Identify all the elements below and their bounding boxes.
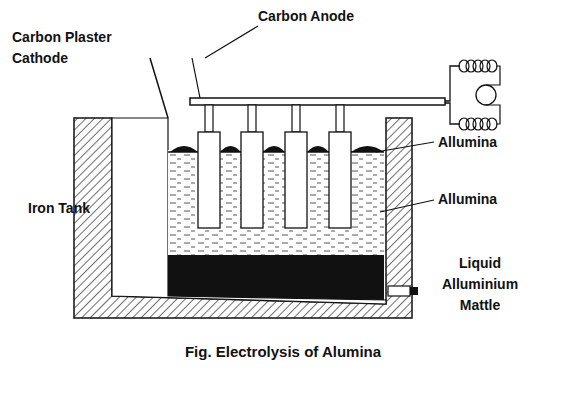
anode-block	[329, 132, 351, 228]
tap-hole	[388, 286, 410, 296]
anode-rod	[336, 105, 344, 132]
part-label: Allumina	[438, 189, 528, 210]
crust-mound	[220, 146, 241, 152]
leader-line	[376, 142, 434, 152]
anode-bus-bar	[190, 98, 445, 105]
coil-turn	[487, 60, 497, 72]
coil-turn	[487, 118, 497, 130]
anode-leader	[205, 26, 258, 58]
liquid-aluminium	[168, 255, 384, 300]
carbon-anodes	[198, 105, 351, 228]
part-label: Carbon Plaster Cathode	[12, 27, 132, 69]
supply-wire	[445, 103, 460, 124]
part-label: Liquid Alluminium Mattle	[432, 253, 528, 316]
cathode-leader	[150, 58, 168, 118]
tap-knob	[410, 287, 418, 295]
supply-wire	[445, 66, 460, 101]
anode-block	[285, 132, 307, 228]
crust-mound	[307, 146, 329, 152]
figure-caption: Fig. Electrolysis of Alumina	[83, 341, 483, 362]
part-label: Iron Tank	[28, 198, 118, 219]
anode-block	[241, 132, 263, 228]
leader-line	[380, 200, 434, 212]
anode-rod	[292, 105, 300, 132]
anode-rod	[248, 105, 256, 132]
anode-leader	[192, 58, 200, 98]
part-label: Allumina	[438, 132, 528, 153]
part-label: Carbon Anode	[258, 6, 388, 27]
crust-mound	[263, 146, 285, 152]
anode-block	[198, 132, 220, 228]
supply-coils	[459, 60, 500, 130]
carbon-lining	[112, 118, 386, 304]
supply-wire	[486, 66, 500, 124]
crust-mound	[170, 146, 198, 152]
iron-tank	[74, 118, 412, 318]
supply-symbol	[476, 85, 496, 105]
anode-rod	[205, 105, 213, 132]
